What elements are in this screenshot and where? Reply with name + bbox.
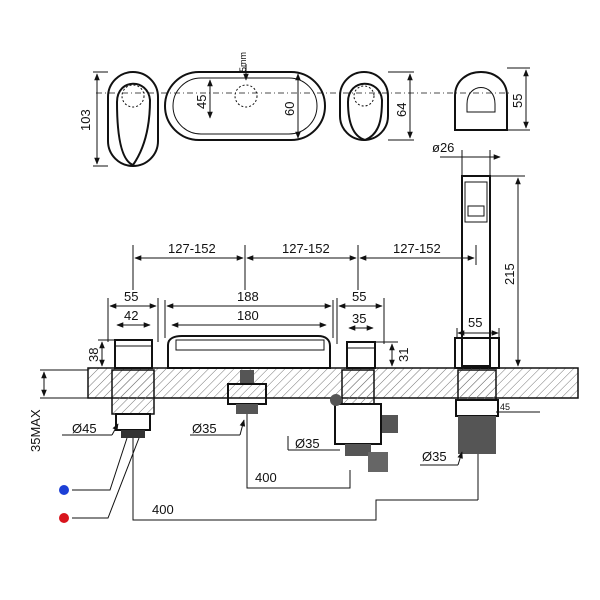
handle-thread-label: Ø45 — [72, 421, 97, 436]
max-deck-label: 35MAX — [28, 409, 43, 452]
center-distance-3: 127-152 — [393, 241, 441, 256]
hose-length-2: 400 — [152, 502, 174, 517]
spout-side-view: 188 180 Ø35 — [164, 289, 334, 436]
handle-height-label: 38 — [86, 348, 101, 362]
hoses: 400 400 — [72, 426, 478, 521]
diverter-pipe-label: Ø35 — [295, 436, 320, 451]
hose-length-1: 400 — [255, 470, 277, 485]
shower-offset-label: 45 — [500, 402, 510, 412]
handle-top-view — [107, 71, 159, 167]
center-distances: 127-152 127-152 127-152 — [132, 241, 477, 290]
handshower-base-label: 55 — [468, 315, 482, 330]
spout-inner-label: 45 — [194, 95, 209, 109]
cold-supply-marker — [59, 513, 69, 523]
handle-inner-width-label: 42 — [124, 308, 138, 323]
top-view-row: 103 45 5mm 60 64 55 — [78, 52, 530, 167]
diverter-height-side-label: 31 — [396, 348, 411, 362]
handle-outer-width-label: 55 — [124, 289, 138, 304]
spout-top-view — [164, 71, 326, 141]
diverter-side-view: 55 35 31 Ø35 — [287, 289, 411, 472]
cap-height-label: 55 — [510, 94, 525, 108]
spout-pipe-label: Ø35 — [192, 421, 217, 436]
spout-outer-width-label: 188 — [237, 289, 259, 304]
handshower-diameter-label: ø26 — [432, 140, 454, 155]
center-distance-2: 127-152 — [282, 241, 330, 256]
spout-note-label: 5mm — [238, 52, 248, 72]
hot-supply-marker — [59, 485, 69, 495]
handshower-height-label: 215 — [502, 263, 517, 285]
diverter-outer-width-label: 55 — [352, 289, 366, 304]
shower-pipe-label: Ø35 — [422, 449, 447, 464]
deck-slab — [87, 367, 579, 399]
shower-base-side-view: 45 Ø35 — [420, 369, 540, 500]
handshower: ø26 215 55 — [432, 140, 525, 369]
handle-side-view: 55 42 38 35MAX Ø45 — [28, 289, 159, 452]
diverter-height-label: 64 — [394, 103, 409, 117]
diverter-top-view — [339, 71, 389, 142]
center-distance-1: 127-152 — [168, 241, 216, 256]
spout-width-label: 103 — [78, 109, 93, 131]
cap-top-view — [454, 71, 508, 131]
diverter-inner-width-label: 35 — [352, 311, 366, 326]
spout-depth-label: 60 — [282, 102, 297, 116]
spout-inner-width-label: 180 — [237, 308, 259, 323]
